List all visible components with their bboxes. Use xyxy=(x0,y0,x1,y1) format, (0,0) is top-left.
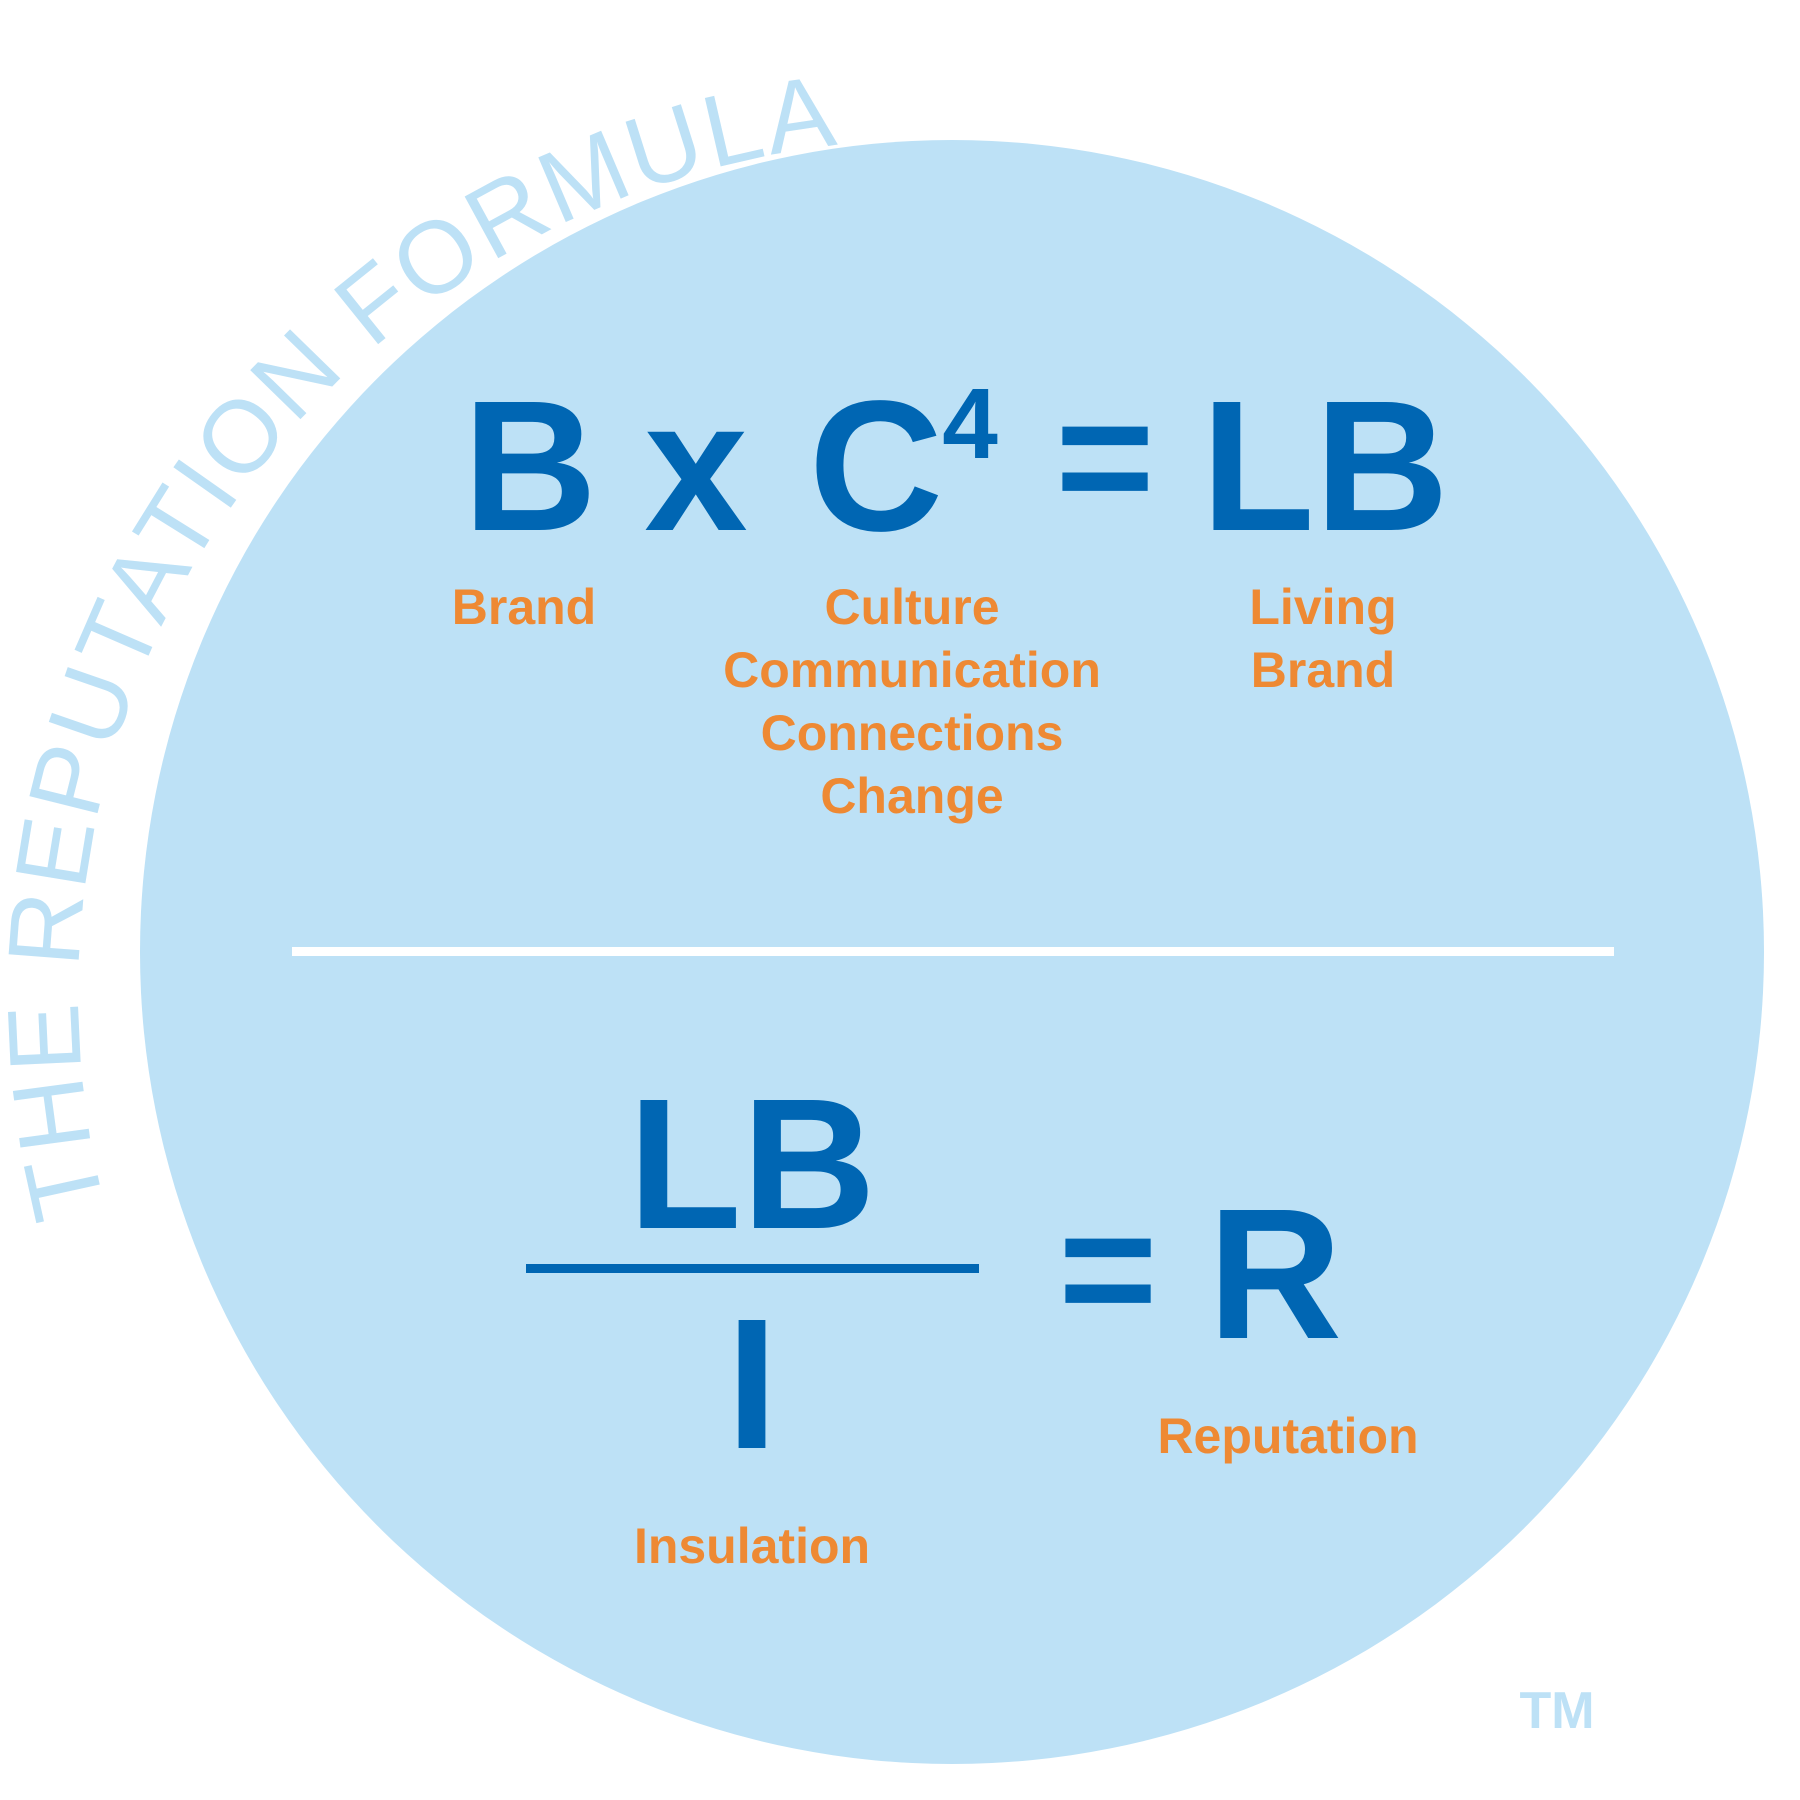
trademark-mark: TM xyxy=(1519,1682,1594,1740)
formula-two: LB I = R Insulation Reputation xyxy=(526,1061,1419,1574)
symbol-b: B xyxy=(463,363,597,570)
label-culture: Culture xyxy=(825,579,1000,635)
exponent-four: 4 xyxy=(942,368,998,480)
label-change: Change xyxy=(820,768,1003,824)
numerator-lb: LB xyxy=(628,1061,876,1268)
symbol-r: R xyxy=(1208,1171,1342,1378)
formula-divider xyxy=(292,947,1614,956)
fraction-bar xyxy=(526,1264,979,1273)
symbol-lb: LB xyxy=(1201,363,1449,570)
times-operator: x xyxy=(644,363,747,570)
label-living: Living xyxy=(1249,579,1396,635)
label-insulation: Insulation xyxy=(634,1518,870,1574)
denominator-i: I xyxy=(726,1281,778,1488)
label-brand: Brand xyxy=(452,579,596,635)
label-living-brand: Brand xyxy=(1251,642,1395,698)
label-communication: Communication xyxy=(723,642,1101,698)
label-reputation: Reputation xyxy=(1157,1408,1418,1464)
equals-operator-two: = xyxy=(1058,1174,1157,1364)
equals-operator-one: = xyxy=(1055,362,1154,552)
formula-one: B x C 4 = LB Brand Culture Communication… xyxy=(452,362,1449,824)
symbol-c: C xyxy=(809,363,943,570)
label-connections: Connections xyxy=(761,705,1064,761)
